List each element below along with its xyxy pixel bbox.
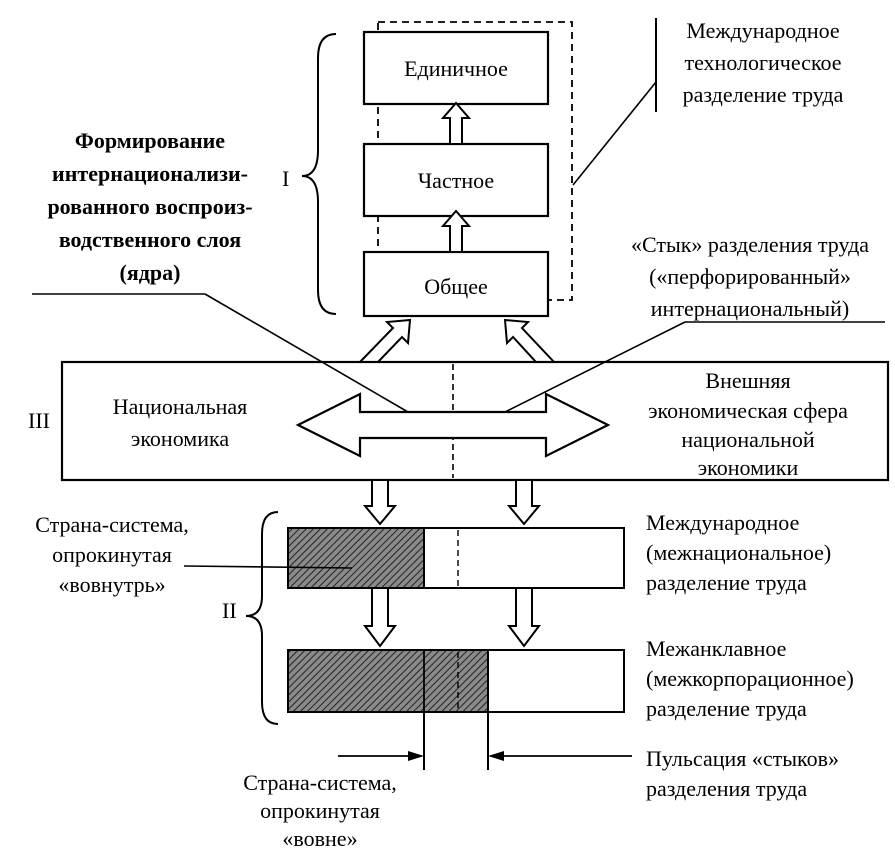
- economy-box: [60, 360, 890, 482]
- national-economy-line-2: экономика: [131, 426, 229, 451]
- country-outward-line-2: опрокинутая: [260, 798, 380, 823]
- brace-icon: [245, 511, 279, 725]
- country-inward-line-1: Страна-система,: [35, 512, 189, 537]
- arrow-down-icon: [507, 587, 541, 648]
- arrow-down-icon: [363, 587, 397, 648]
- arrow-up-icon: [440, 101, 472, 145]
- junction-line-2: («перфорированный»: [649, 264, 851, 289]
- intl-tech-line-1: Международное: [686, 18, 839, 43]
- bar-intl-open: [423, 527, 625, 589]
- roman-numeral-ii: II: [222, 598, 237, 623]
- intl-national-line-3: разделение труда: [646, 570, 807, 595]
- external-sphere-line-2: экономическая сфера: [648, 398, 848, 423]
- junction-line-3: интернациональный): [651, 296, 849, 321]
- formation-line-5: (ядра): [120, 260, 181, 285]
- formation-line-3: рованного воспроиз-: [47, 194, 252, 219]
- bar-intl-hatched: [287, 527, 425, 589]
- national-economy-line-1: Национальная: [113, 394, 248, 419]
- box-general-label: Общее: [424, 274, 488, 299]
- junction-line-1: «Стык» разделения труда: [631, 232, 869, 257]
- box-single-label: Единичное: [404, 56, 508, 81]
- junction-leader-line: [504, 321, 686, 413]
- brace-icon: [301, 33, 337, 315]
- country-outward-line-3: «вовне»: [282, 826, 357, 850]
- formation-line-1: Формирование: [75, 128, 225, 153]
- double-arrow-icon: [295, 392, 611, 458]
- external-sphere-line-4: экономики: [698, 455, 799, 480]
- bar-interclave-hatched: [287, 649, 489, 713]
- arrowhead-left-icon: [488, 751, 504, 761]
- bar-interclave-open: [487, 649, 625, 713]
- intl-tech-line-2: технологическое: [684, 50, 841, 75]
- country-inward-line-2: опрокинутая: [52, 542, 172, 567]
- pulsation-line-2: разделения труда: [646, 776, 807, 801]
- intl-tech-line-3: разделение труда: [683, 82, 844, 107]
- country-inward-line-3: «вовнутрь»: [58, 572, 165, 597]
- interclave-line-1: Межанклавное: [646, 636, 786, 661]
- country-inward-leader: [183, 565, 353, 569]
- arrow-down-icon: [506, 479, 542, 526]
- intl-national-line-2: (межнациональное): [646, 540, 831, 565]
- formation-line-2: интернационализи-: [52, 161, 248, 186]
- arrowhead-right-icon: [408, 751, 424, 761]
- intl-national-line-1: Международное: [646, 510, 799, 535]
- box-particular: [362, 142, 550, 218]
- roman-numeral-iii: III: [28, 408, 50, 433]
- interclave-line-2: (межкорпорационное): [646, 666, 854, 691]
- formation-leader-line: [204, 293, 409, 413]
- formation-line-4: водственного слоя: [59, 227, 241, 252]
- pulsation-line-1: Пульсация «стыков»: [646, 746, 839, 771]
- external-sphere-line-3: национальной: [681, 427, 815, 452]
- interclave-line-3: разделение труда: [646, 696, 807, 721]
- external-sphere-line-1: Внешняя: [705, 368, 790, 393]
- arrow-up-icon: [440, 209, 472, 253]
- country-outward-line-1: Страна-система,: [243, 770, 397, 795]
- arrow-diagonal-icon: [357, 318, 412, 363]
- roman-numeral-i: I: [282, 166, 289, 191]
- leader-line: [572, 81, 657, 186]
- arrow-diagonal-icon: [503, 318, 557, 363]
- box-particular-label: Частное: [418, 168, 494, 193]
- arrow-down-icon: [362, 479, 398, 526]
